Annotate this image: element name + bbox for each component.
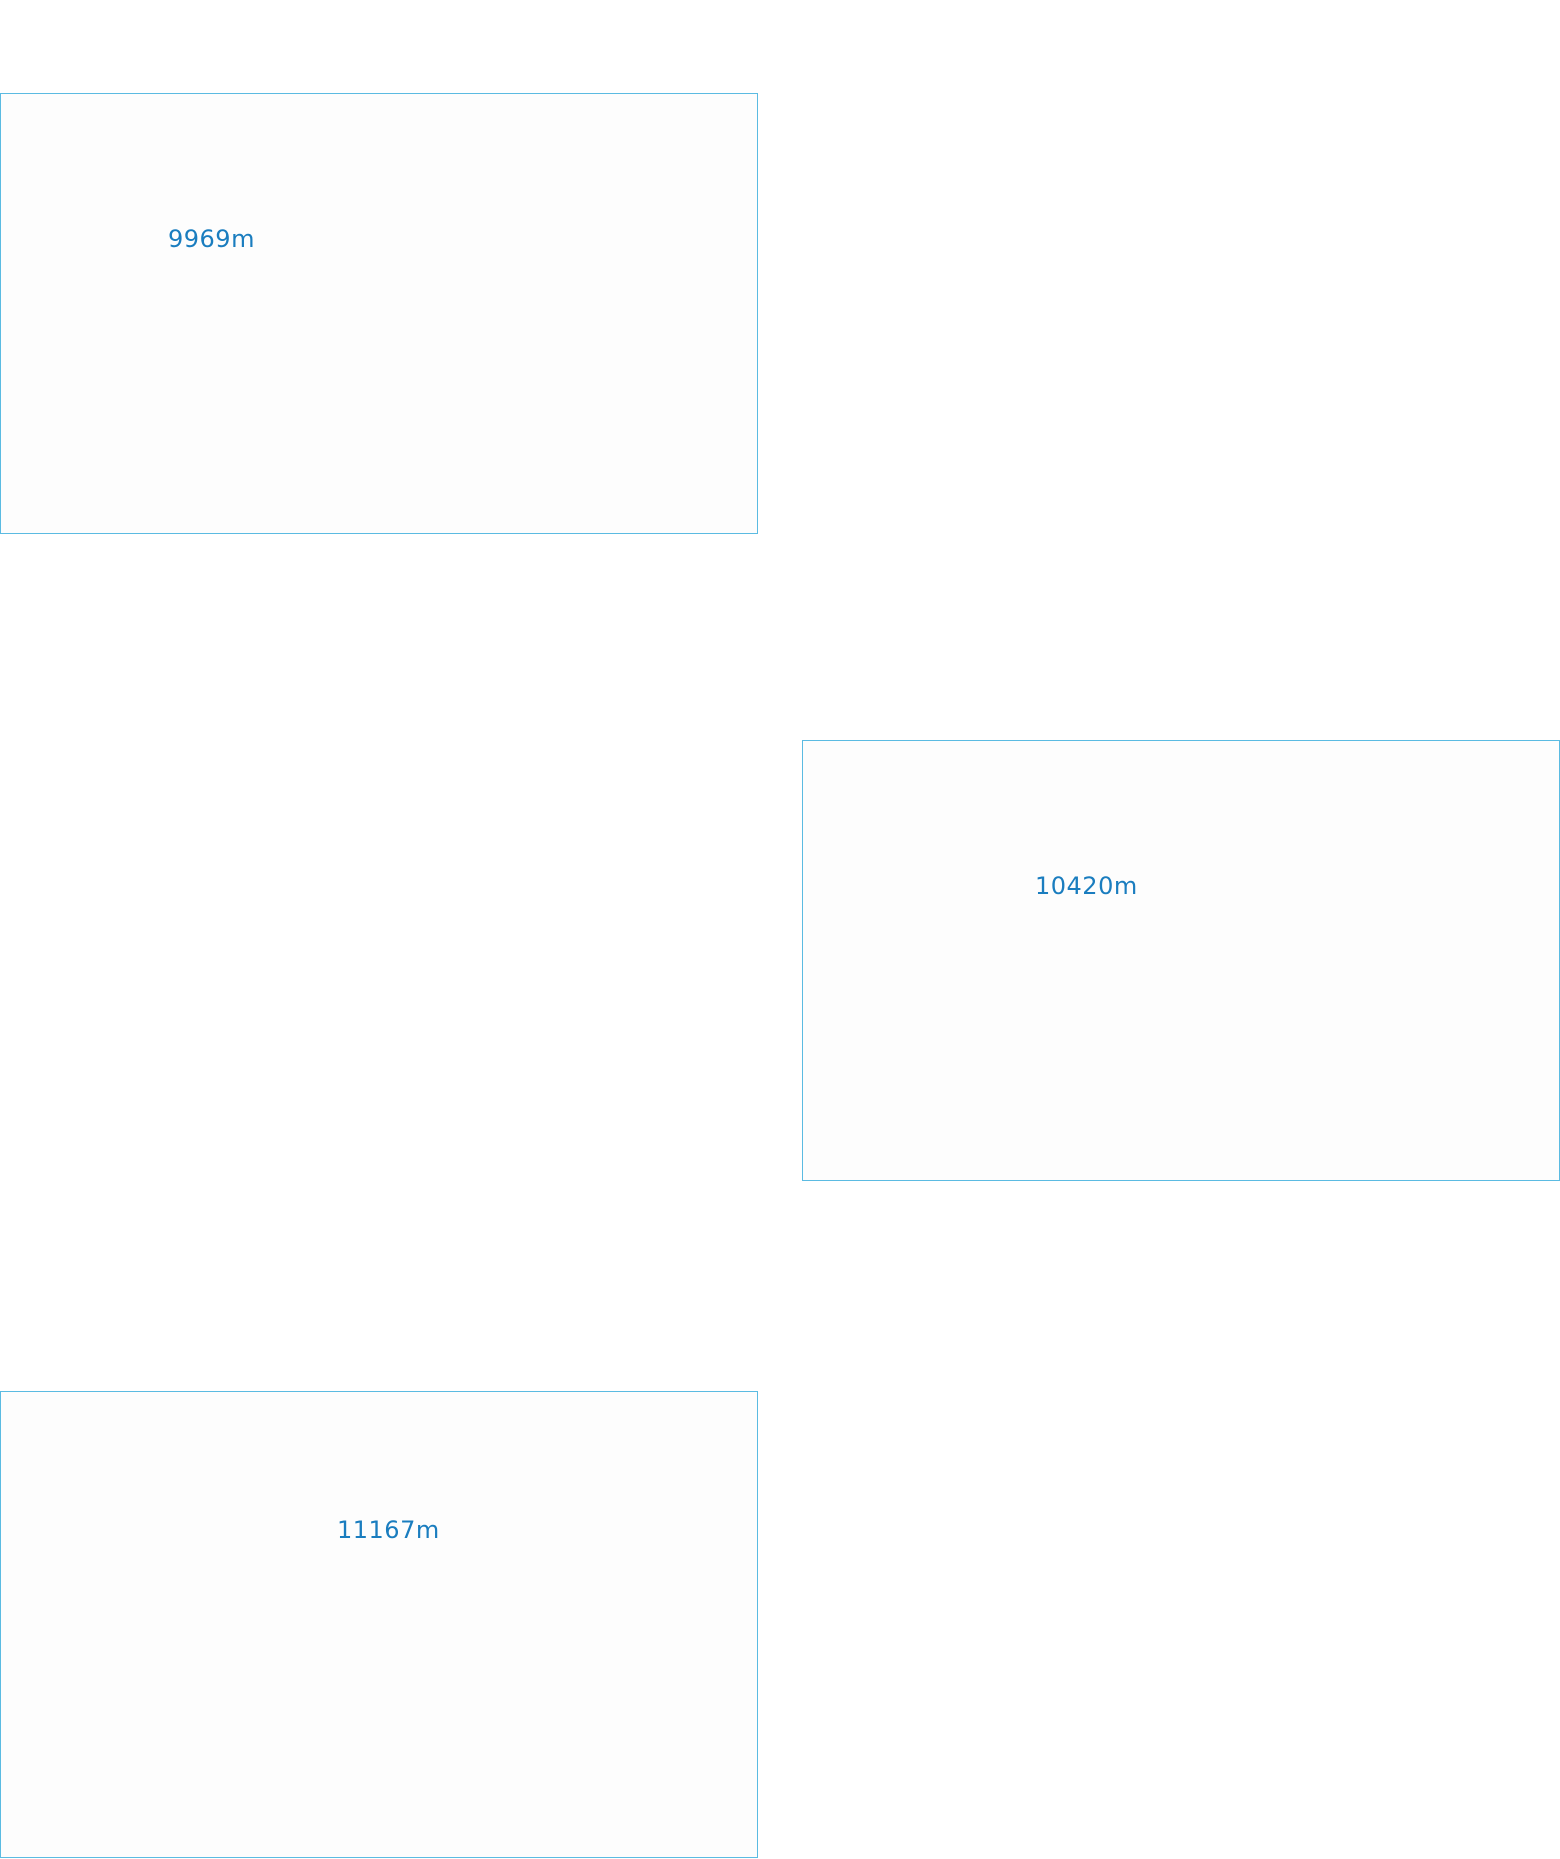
distance-label: 10420m (1035, 872, 1138, 900)
distance-card-3: 11167m (0, 1391, 758, 1858)
distance-label: 9969m (168, 225, 255, 253)
distance-card-2: 10420m (802, 740, 1560, 1181)
distance-label: 11167m (337, 1516, 440, 1544)
distance-card-1: 9969m (0, 93, 758, 534)
